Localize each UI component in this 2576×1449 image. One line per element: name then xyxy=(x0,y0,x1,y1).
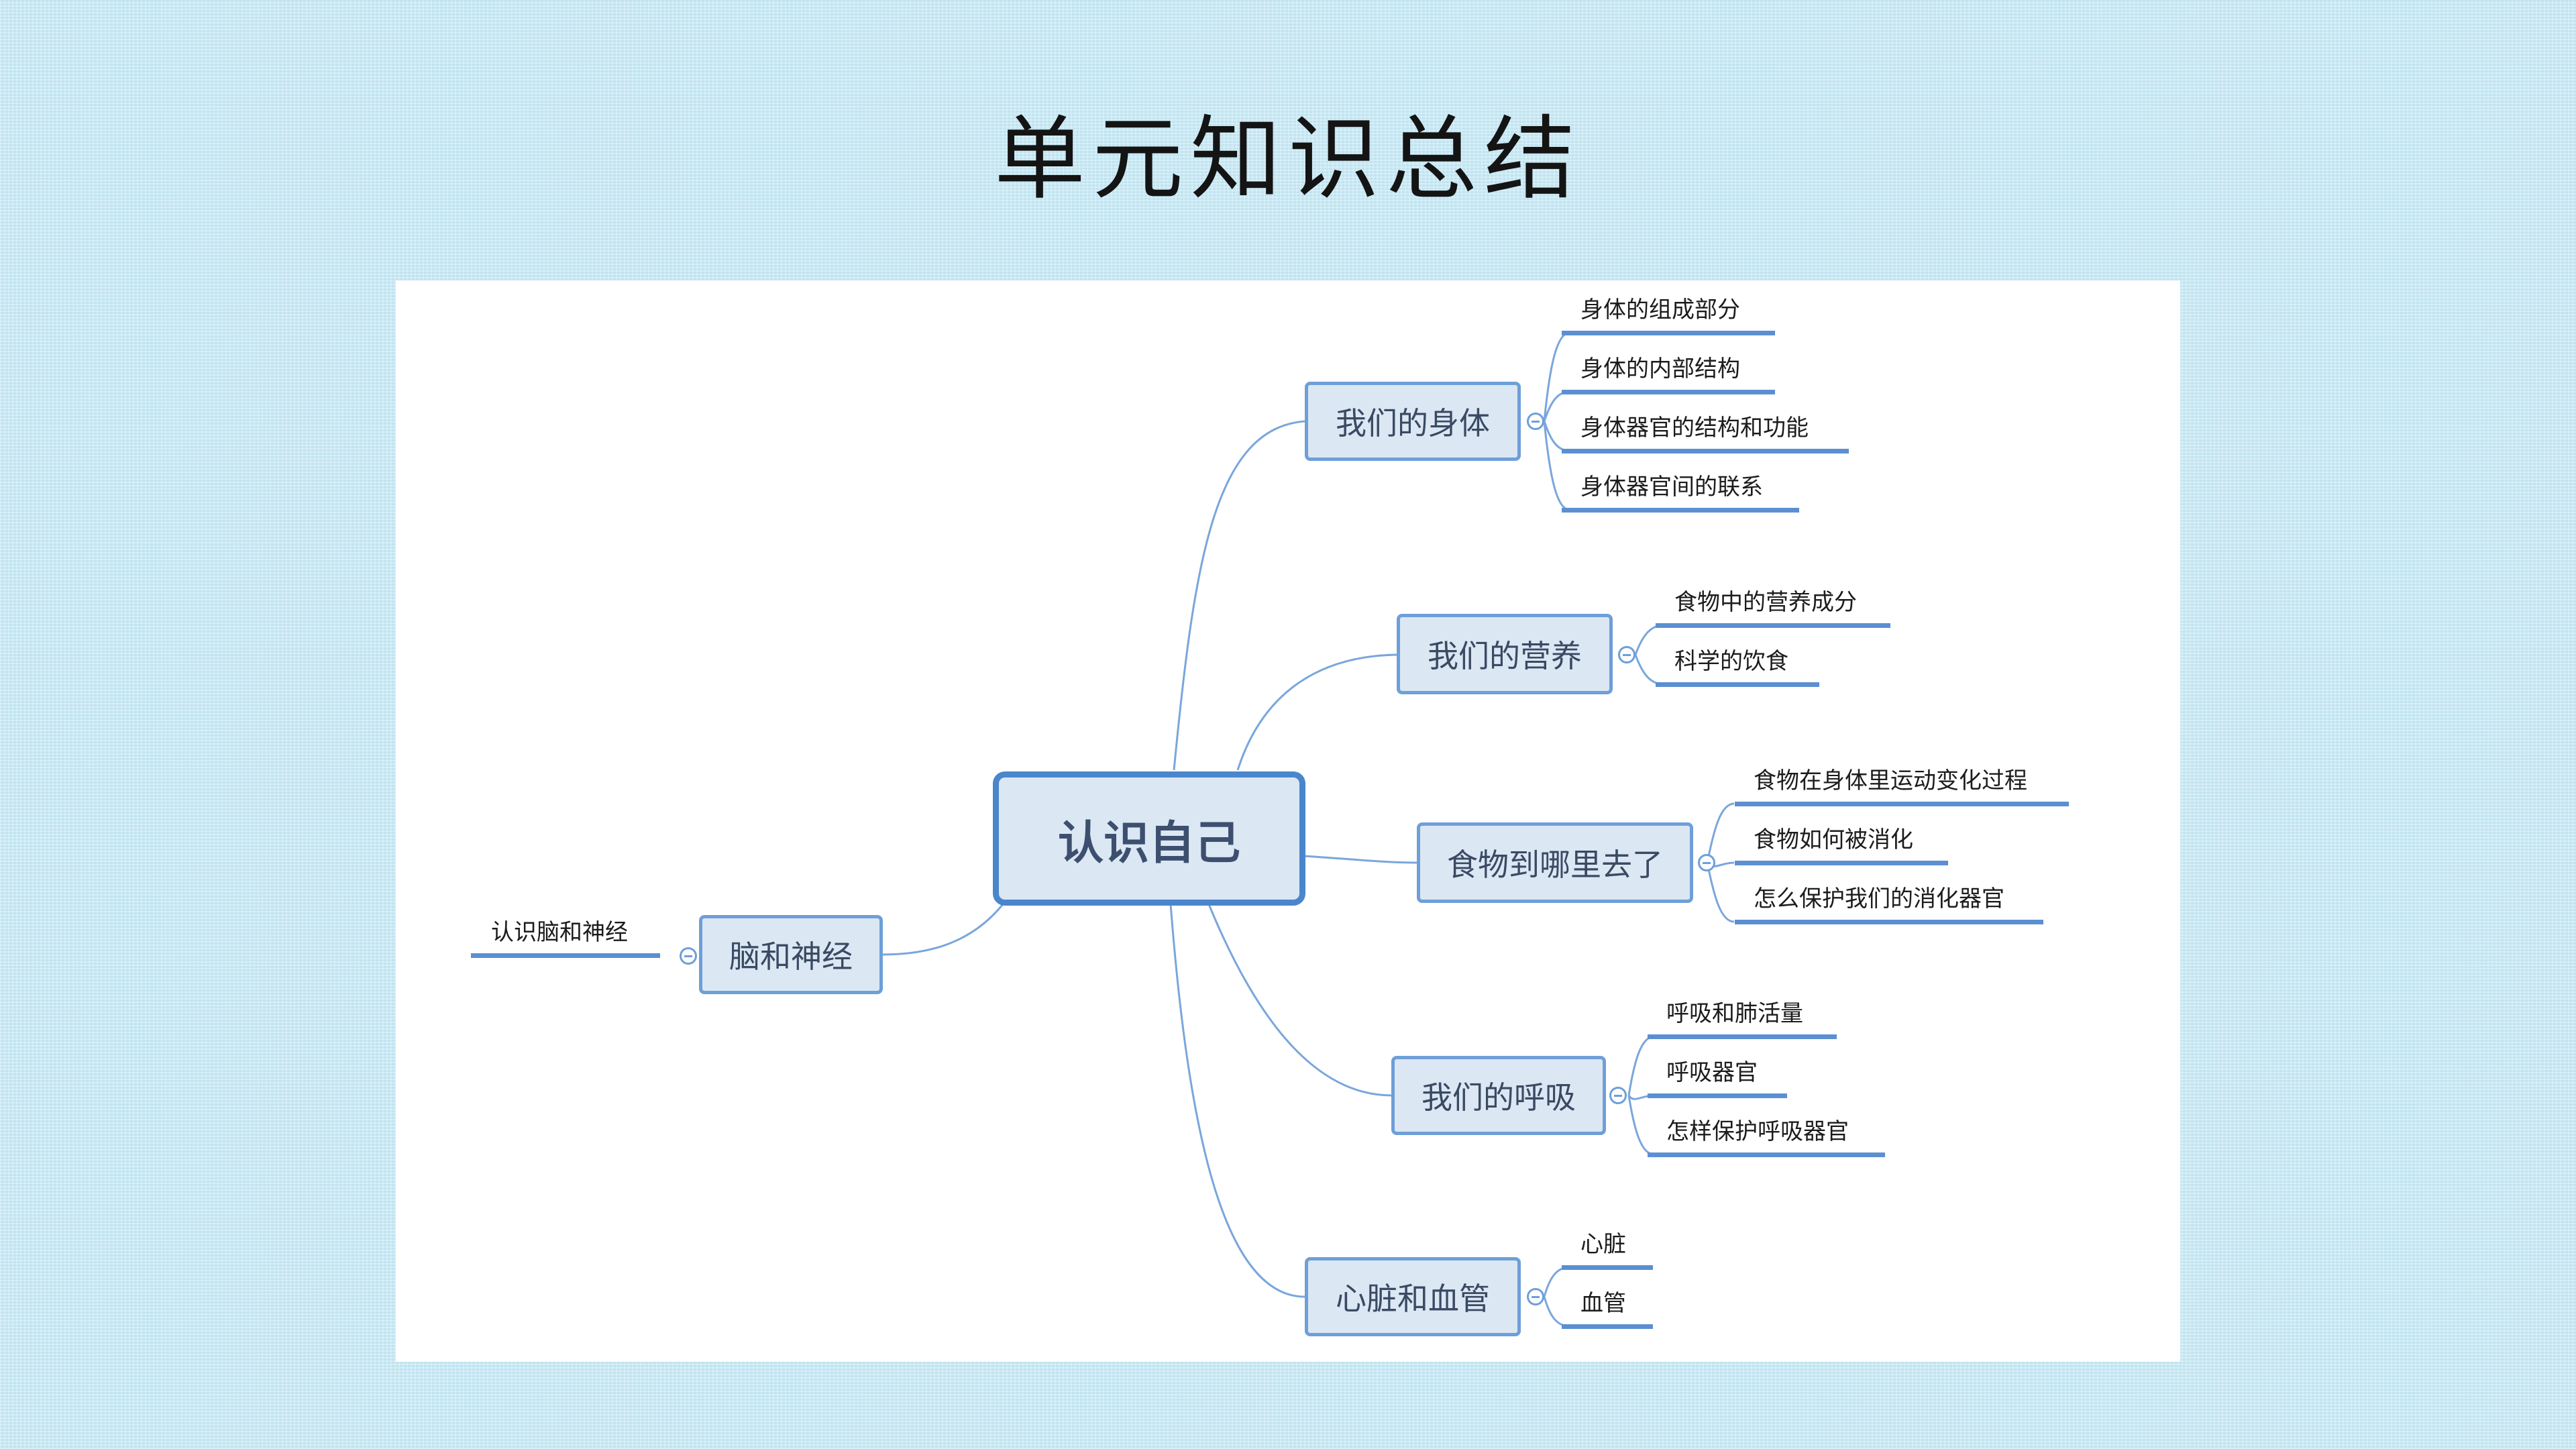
slide-title: 单元知识总结 xyxy=(994,107,1582,213)
branch-node-brain-nerves[interactable]: 脑和神经 xyxy=(699,915,883,994)
leaf-breathing-2[interactable]: 呼吸器官 xyxy=(1648,1055,1787,1098)
leaf-breathing-1[interactable]: 呼吸和肺活量 xyxy=(1648,996,1837,1039)
leaf-heart-1[interactable]: 心脏 xyxy=(1562,1227,1653,1270)
mindmap-connectors xyxy=(881,331,1735,1328)
leaf-brain-nerves-1[interactable]: 认识脑和神经 xyxy=(471,915,660,958)
collapse-toggle-brain-nerves[interactable] xyxy=(680,947,697,965)
connector-central-heart xyxy=(1169,904,1305,1298)
connector-digestion-leaf-1 xyxy=(1706,802,1735,863)
connector-central-nutrition xyxy=(1236,653,1397,771)
leaf-nutrition-2[interactable]: 科学的饮食 xyxy=(1656,644,1819,687)
branch-node-breathing[interactable]: 我们的呼吸 xyxy=(1391,1056,1606,1135)
connector-central-brain xyxy=(881,904,1004,956)
collapse-toggle-breathing[interactable] xyxy=(1609,1087,1627,1104)
branch-node-heart-vessels[interactable]: 心脏和血管 xyxy=(1305,1257,1521,1336)
leaf-breathing-3[interactable]: 怎样保护呼吸器官 xyxy=(1648,1114,1885,1157)
leaf-digestion-3[interactable]: 怎么保护我们的消化器官 xyxy=(1735,881,2043,924)
collapse-toggle-digestion[interactable] xyxy=(1698,854,1715,871)
leaf-heart-2[interactable]: 血管 xyxy=(1562,1286,1653,1329)
branch-node-body[interactable]: 我们的身体 xyxy=(1305,382,1521,461)
connector-central-digestion xyxy=(1302,855,1419,864)
connector-central-breathing xyxy=(1208,904,1393,1097)
central-node[interactable]: 认识自己 xyxy=(993,771,1305,906)
leaf-body-3[interactable]: 身体器官的结构和功能 xyxy=(1562,411,1849,453)
leaf-body-4[interactable]: 身体器官间的联系 xyxy=(1562,470,1799,513)
connector-central-body xyxy=(1173,420,1305,771)
branch-node-digestion[interactable]: 食物到哪里去了 xyxy=(1417,822,1693,903)
collapse-toggle-body[interactable] xyxy=(1527,413,1544,430)
leaf-body-2[interactable]: 身体的内部结构 xyxy=(1562,352,1775,394)
leaf-digestion-1[interactable]: 食物在身体里运动变化过程 xyxy=(1735,763,2069,806)
branch-node-nutrition[interactable]: 我们的营养 xyxy=(1397,614,1613,694)
collapse-toggle-nutrition[interactable] xyxy=(1618,646,1635,663)
collapse-toggle-heart-vessels[interactable] xyxy=(1527,1288,1544,1305)
leaf-nutrition-1[interactable]: 食物中的营养成分 xyxy=(1656,585,1890,628)
leaf-digestion-2[interactable]: 食物如何被消化 xyxy=(1735,822,1948,865)
leaf-body-1[interactable]: 身体的组成部分 xyxy=(1562,292,1775,335)
mindmap-panel: 认识自己 脑和神经 认识脑和神经 我们的身体 身体的组成部分 身体的内部结构 身… xyxy=(396,280,2180,1362)
connector-digestion-leaf-3 xyxy=(1706,862,1735,923)
